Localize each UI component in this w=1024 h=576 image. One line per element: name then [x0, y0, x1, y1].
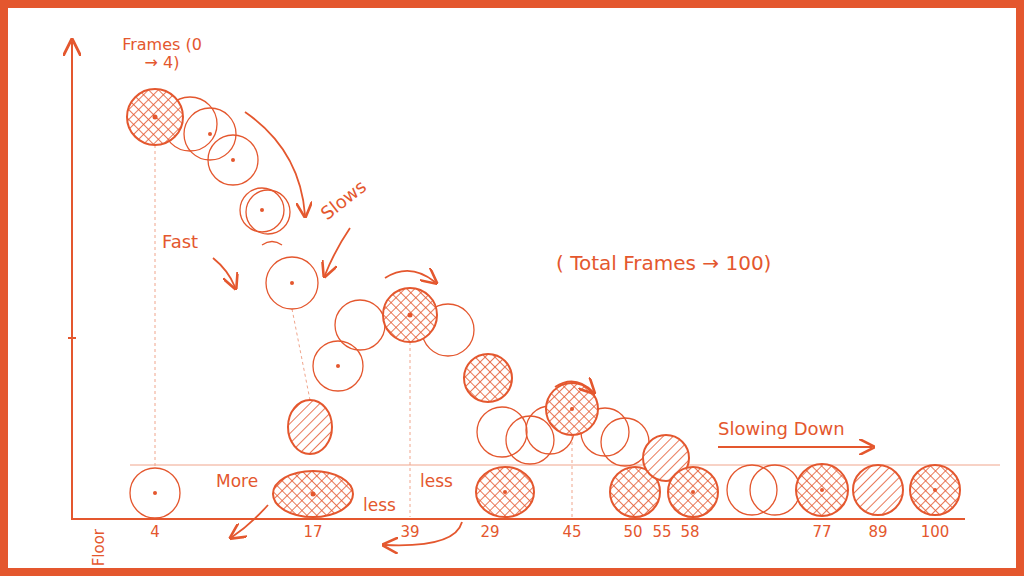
frame-number: 89	[868, 524, 887, 541]
ghost-balls	[130, 97, 800, 518]
guide-line	[130, 465, 1000, 466]
key-ball	[853, 465, 903, 515]
direction-arrow	[718, 446, 872, 448]
key-ball	[546, 383, 598, 435]
ball-inbetween	[313, 341, 363, 391]
ball-inbetween	[506, 416, 554, 464]
direction-note: Slowing Down	[718, 419, 845, 440]
centre-dot	[570, 407, 574, 411]
key-ball	[127, 89, 183, 145]
centre-dot	[153, 115, 158, 120]
ball-inbetween	[601, 418, 649, 466]
guide-line	[292, 309, 310, 400]
key-ball	[383, 288, 437, 342]
centre-dot	[820, 488, 824, 492]
guide-line	[155, 145, 156, 468]
frame-number: 100	[921, 524, 950, 541]
frame-number: 58	[680, 524, 699, 541]
frame-number: 39	[400, 524, 419, 541]
frame-number: 50	[623, 524, 642, 541]
speed-note: Fast	[162, 232, 198, 253]
axis-label: Floor	[91, 529, 108, 566]
guide-line	[410, 342, 411, 517]
ball-inbetween	[208, 135, 258, 185]
frame-number: 45	[562, 524, 581, 541]
key-ball	[288, 400, 332, 454]
spacing-note: less	[363, 496, 396, 516]
curved-arrow	[385, 522, 462, 545]
centre-dot	[208, 132, 212, 136]
key-ball	[464, 354, 512, 402]
spacing-note: More	[216, 472, 258, 492]
frame-range-note: Frames (0 → 4)	[122, 36, 202, 73]
ball-floor-contact	[130, 468, 180, 518]
motion-arrows	[213, 112, 872, 545]
centre-dot	[933, 488, 937, 492]
spacing-note: less	[420, 472, 453, 492]
arc-arrow	[555, 382, 593, 392]
pointer-arrow	[325, 228, 350, 275]
pointer-arrow	[232, 505, 268, 537]
arc-arrow	[385, 271, 435, 282]
vertical-axis	[71, 42, 73, 520]
centre-dot	[336, 364, 340, 368]
ball-inbetween	[727, 465, 777, 515]
key-ball	[668, 467, 718, 517]
ball-inbetween	[184, 108, 236, 160]
motion-mark	[262, 242, 282, 246]
ball-centres	[153, 115, 938, 497]
key-ball	[476, 467, 534, 517]
centre-dot	[311, 492, 316, 497]
key-balls	[127, 89, 960, 517]
centre-dot	[503, 490, 507, 494]
frame-number: 77	[812, 524, 831, 541]
curved-arrow	[245, 112, 305, 215]
ball-inbetween	[750, 465, 800, 515]
ball-inbetween	[266, 257, 318, 309]
ball-inbetween	[335, 300, 385, 350]
page-frame	[4, 4, 1020, 572]
centre-dot	[231, 158, 235, 162]
guide-lines	[130, 145, 1000, 517]
key-ball	[796, 464, 848, 516]
guide-line	[572, 436, 573, 517]
frame-number: 55	[652, 524, 671, 541]
ball-inbetween	[477, 407, 527, 457]
key-ball-squash	[273, 471, 353, 517]
ball-inbetween	[246, 190, 290, 234]
frame-number: 17	[303, 524, 322, 541]
frame-number: 29	[480, 524, 499, 541]
axes	[68, 42, 965, 520]
centre-dot	[153, 491, 157, 495]
floor-line	[72, 518, 965, 520]
speed-note: Slows	[317, 176, 370, 224]
total-frames-note: ( Total Frames → 100)	[556, 252, 771, 275]
frame-number: 4	[150, 524, 160, 541]
key-ball	[910, 465, 960, 515]
centre-dot	[691, 490, 695, 494]
centre-dot	[290, 281, 294, 285]
pointer-arrow	[213, 258, 235, 287]
centre-dot	[260, 208, 264, 212]
centre-dot	[408, 313, 413, 318]
axis-tick	[68, 337, 76, 339]
